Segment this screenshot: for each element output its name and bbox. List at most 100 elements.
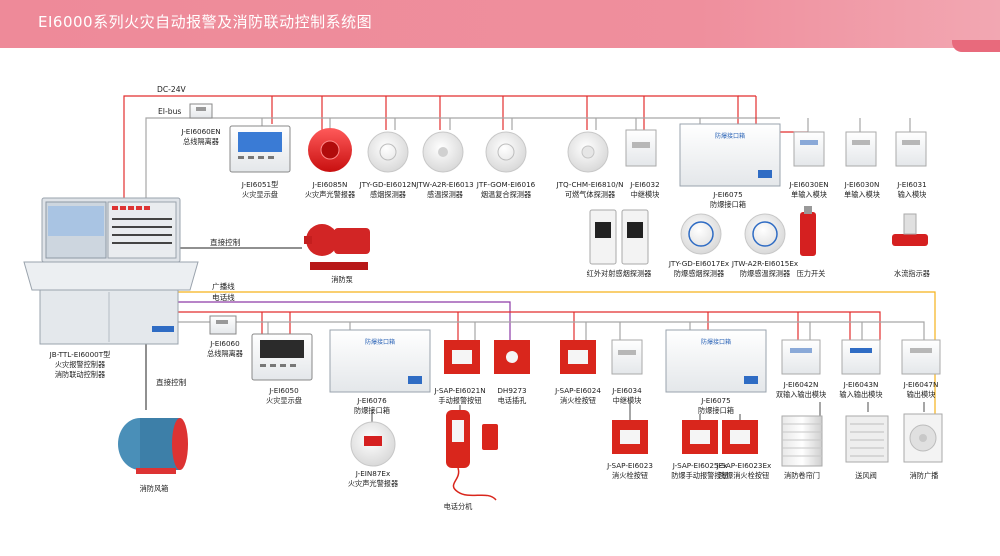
io-module-icon[interactable] — [841, 339, 881, 375]
svg-text:J-EI6060EN: J-EI6060EN — [180, 127, 220, 136]
svg-text:防爆消火栓按钮: 防爆消火栓按钮 — [719, 471, 769, 480]
svg-text:J-SAP-EI6025Ex: J-SAP-EI6025Ex — [672, 461, 728, 470]
pressure-switch-icon[interactable] — [800, 206, 816, 256]
waterflow-label: 水流指示器 — [894, 269, 930, 278]
wires — [123, 95, 936, 422]
svg-text:火灾报警控制器: 火灾报警控制器 — [55, 360, 105, 369]
svg-text:火灾显示盘: 火灾显示盘 — [266, 396, 302, 405]
ex-sounder-icon[interactable] — [350, 421, 396, 467]
svg-text:JTW-A2R-EI6015Ex: JTW-A2R-EI6015Ex — [731, 259, 799, 268]
svg-text:J-SAP-EI6024: J-SAP-EI6024 — [554, 386, 601, 395]
speaker-icon[interactable] — [903, 413, 943, 463]
page-title: EI6000系列火灾自动报警及消防联动控制系统图 — [38, 13, 373, 31]
svg-text:输入模块: 输入模块 — [898, 190, 927, 199]
gas-detector-icon[interactable] — [567, 131, 609, 173]
svg-text:消防风箱: 消防风箱 — [140, 484, 169, 493]
smoke-detector-icon[interactable] — [367, 131, 409, 173]
module-icon[interactable] — [625, 129, 657, 167]
svg-text:消防广播: 消防广播 — [910, 471, 939, 480]
svg-text:输入输出模块: 输入输出模块 — [839, 390, 882, 399]
svg-text:防爆接口箱: 防爆接口箱 — [715, 132, 745, 140]
svg-text:感烟探测器: 感烟探测器 — [370, 190, 406, 199]
svg-text:总线隔离器: 总线隔离器 — [183, 137, 219, 146]
svg-text:电话分机: 电话分机 — [444, 502, 474, 511]
svg-text:双输入输出模块: 双输入输出模块 — [776, 390, 826, 399]
svg-text:防爆感温探测器: 防爆感温探测器 — [740, 269, 790, 278]
isolator-icon[interactable] — [209, 315, 237, 335]
sounder-icon[interactable] — [308, 128, 352, 172]
output-module-icon[interactable] — [901, 339, 941, 375]
svg-text:消防卷帘门: 消防卷帘门 — [784, 471, 820, 480]
input-module-icon[interactable] — [793, 131, 825, 167]
svg-text:电话插孔: 电话插孔 — [498, 396, 527, 405]
svg-text:DH9273: DH9273 — [497, 386, 526, 395]
svg-text:JTQ-CHM-EI6810/N: JTQ-CHM-EI6810/N — [556, 180, 624, 189]
manual-button-icon[interactable] — [560, 340, 596, 374]
heat-detector-icon[interactable] — [422, 131, 464, 173]
svg-text:JTW-A2R-EI6013: JTW-A2R-EI6013 — [415, 180, 474, 189]
svg-text:单输入模块: 单输入模块 — [791, 190, 827, 199]
ex-manual-button-icon[interactable] — [682, 420, 718, 454]
manual-button-icon[interactable] — [612, 420, 648, 454]
junction-box-icon[interactable]: 防爆接口箱 — [665, 329, 767, 393]
power-line-label: DC-24V — [157, 85, 187, 94]
svg-text:JTY-GD-EI6012N: JTY-GD-EI6012N — [359, 180, 417, 189]
svg-text:J-EI6050: J-EI6050 — [268, 386, 299, 395]
svg-text:压力开关: 压力开关 — [797, 269, 826, 278]
manual-button-icon[interactable] — [444, 340, 480, 374]
svg-text:消火栓按钮: 消火栓按钮 — [560, 396, 596, 405]
isolator-icon[interactable] — [189, 103, 213, 119]
svg-text:J-EI6034: J-EI6034 — [611, 386, 642, 395]
direct-control-label-2: 直接控制 — [156, 377, 187, 387]
pressure-label: 压力开关 — [797, 269, 826, 278]
phone-line — [172, 301, 511, 345]
display-panel-icon[interactable] — [229, 125, 291, 173]
input-module-icon[interactable] — [845, 131, 877, 167]
header-tab — [952, 40, 1000, 52]
ex-hydrant-button-icon[interactable] — [722, 420, 758, 454]
shutter-icon[interactable] — [781, 415, 823, 467]
svg-text:输出模块: 输出模块 — [907, 390, 936, 399]
speaker-label: 消防广播 — [910, 471, 939, 480]
svg-text:消防泵: 消防泵 — [331, 275, 353, 284]
ex-smoke-detector-icon[interactable] — [680, 213, 722, 255]
svg-text:防爆手动报警按钮: 防爆手动报警按钮 — [671, 471, 729, 480]
handset-label: 电话分机 — [444, 502, 474, 511]
power-line-bottom — [172, 311, 881, 340]
ir-label: 红外对射感烟探测器 — [587, 269, 652, 278]
junction-box-icon[interactable]: 防爆接口箱 — [329, 329, 431, 393]
vent-icon[interactable] — [845, 415, 889, 463]
svg-text:火灾显示盘: 火灾显示盘 — [242, 190, 278, 199]
controller-icon[interactable] — [23, 197, 199, 345]
beam-detector-icon[interactable] — [589, 209, 649, 265]
input-module-icon[interactable] — [895, 131, 927, 167]
module-icon[interactable] — [611, 339, 643, 375]
combo-detector-icon[interactable] — [485, 131, 527, 173]
shutter-label: 消防卷帘门 — [784, 471, 820, 480]
svg-text:J-EI6051型: J-EI6051型 — [241, 180, 279, 189]
ex-heat-detector-icon[interactable] — [744, 213, 786, 255]
svg-text:J-EI6060: J-EI6060 — [209, 339, 240, 348]
waterflow-icon[interactable] — [892, 213, 928, 246]
pump-icon[interactable] — [304, 224, 370, 270]
io-module-icon[interactable] — [781, 339, 821, 375]
junction-box-icon[interactable]: 防爆接口箱 — [679, 123, 781, 187]
phone-jack-icon[interactable] — [494, 340, 530, 374]
fan-icon[interactable] — [118, 418, 188, 474]
handset-icon[interactable] — [446, 410, 498, 501]
display-panel-icon[interactable] — [251, 333, 313, 381]
